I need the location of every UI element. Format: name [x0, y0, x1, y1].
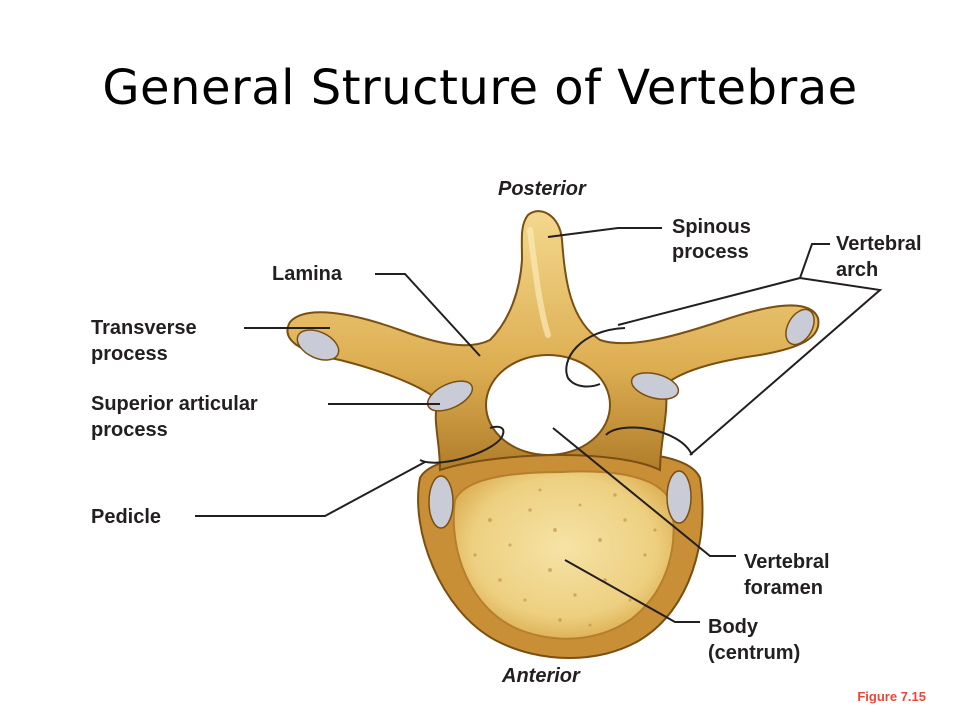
left-body-facet [428, 475, 454, 529]
leader-lamina [375, 273, 481, 357]
leader-pedicle [195, 461, 426, 517]
label-body-line2: (centrum) [708, 642, 800, 664]
label-vertebral-arch-line2: arch [836, 259, 878, 281]
vertebral-foramen-shape [485, 354, 611, 456]
orientation-posterior: Posterior [498, 178, 587, 200]
label-lamina: Lamina [272, 263, 343, 285]
arch-bracket-lower-right [605, 426, 693, 456]
body-texture-dots [473, 488, 657, 627]
orientation-anterior: Anterior [501, 665, 581, 687]
right-superior-facet [630, 372, 680, 400]
label-spinous-process-line2: process [672, 241, 749, 263]
arch-bracket-upper [565, 327, 626, 388]
left-transverse-tip [296, 329, 340, 361]
leader-lines [195, 227, 883, 623]
label-pedicle: Pedicle [91, 506, 161, 528]
figure-reference: Figure 7.15 [857, 689, 926, 704]
label-vertebral-arch-line1: Vertebral [836, 233, 922, 255]
label-body-line1: Body [708, 616, 759, 638]
label-superior-articular-line2: process [91, 419, 168, 441]
label-vertebral-foramen-line2: foramen [744, 577, 823, 599]
label-superior-articular-line1: Superior articular [91, 393, 258, 415]
leader-spinous [547, 227, 662, 238]
leader-body [564, 559, 700, 623]
label-transverse-process-line1: Transverse [91, 317, 197, 339]
label-spinous-process-line1: Spinous [672, 216, 751, 238]
slide-title: General Structure of Vertebrae [102, 60, 858, 116]
arch-bracket-lower-left [419, 425, 505, 464]
leader-vertebral-foramen [552, 427, 736, 557]
label-vertebral-foramen-line1: Vertebral [744, 551, 830, 573]
vertebral-arch-shape [286, 210, 820, 472]
right-transverse-tip [785, 308, 815, 346]
label-transverse-process-line2: process [91, 343, 168, 365]
leader-vertebral-arch [617, 243, 883, 456]
right-body-facet [666, 470, 692, 524]
vertebral-body [417, 450, 704, 659]
